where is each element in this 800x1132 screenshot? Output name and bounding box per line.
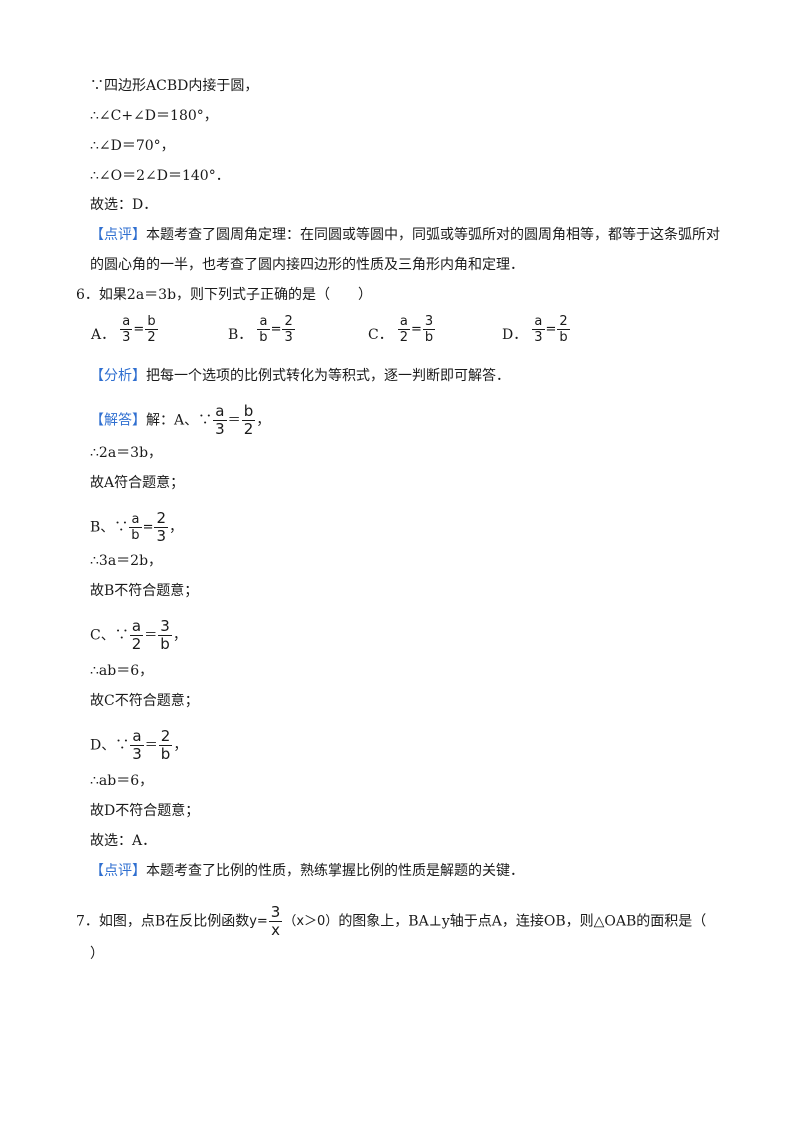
- option-label: D．: [502, 327, 528, 343]
- q6-d-result: ∴ab＝6，: [90, 773, 154, 789]
- prev-line-2: ∴∠C+∠D＝180°，: [90, 108, 218, 124]
- q6-b-verdict: 故B不符合题意；: [90, 583, 199, 599]
- answer-tag: 【解答】: [90, 412, 146, 429]
- prev-comment: 【点评】本题考查了圆周角定理：在同圆或等圆中，同弧或等弧所对的圆周角相等，都等于…: [90, 225, 720, 245]
- q6-stem: 6．如果2a＝3b，则下列式子正确的是（ ）: [76, 287, 373, 303]
- prev-line-5: 故选：D．: [90, 197, 158, 213]
- q7-stem-cont: ）: [90, 946, 104, 962]
- q6-c-result: ∴ab＝6，: [90, 663, 154, 679]
- analysis-tag: 【分析】: [90, 368, 146, 384]
- comment-text: 本题考查了比例的性质，熟练掌握比例的性质是解题的关键．: [146, 863, 524, 879]
- q6-d-verdict: 故D不符合题意；: [90, 803, 200, 819]
- comment-tag: 【点评】: [90, 227, 146, 243]
- prev-line-1: ∵四边形ACBD内接于圆，: [90, 78, 259, 94]
- q6-b-result: ∴3a＝2b，: [90, 553, 163, 569]
- prev-line-4: ∴∠O＝2∠D＝140°．: [90, 168, 230, 184]
- option-label: B．: [228, 327, 253, 343]
- option-label: A．: [91, 327, 116, 343]
- option-label: C．: [368, 327, 393, 343]
- q6-comment: 【点评】本题考查了比例的性质，熟练掌握比例的性质是解题的关键．: [90, 861, 524, 881]
- comment-tag: 【点评】: [90, 863, 146, 879]
- prev-line-3: ∴∠D＝70°，: [90, 138, 175, 154]
- q6-a-result: ∴2a＝3b，: [90, 445, 163, 461]
- comment-text-1: 本题考查了圆周角定理：在同圆或等圆中，同弧或等弧所对的圆周角相等，都等于这条弧所…: [146, 227, 720, 243]
- prev-comment-cont: 的圆心角的一半，也考查了圆内接四边形的性质及三角形内角和定理．: [90, 257, 524, 273]
- q6-analysis: 【分析】把每一个选项的比例式转化为等积式，逐一判断即可解答．: [90, 366, 510, 386]
- q6-a-verdict: 故A符合题意；: [90, 475, 185, 491]
- q6-c-verdict: 故C不符合题意；: [90, 693, 199, 709]
- analysis-text: 把每一个选项的比例式转化为等积式，逐一判断即可解答．: [146, 368, 510, 384]
- q6-final-answer: 故选：A．: [90, 833, 157, 849]
